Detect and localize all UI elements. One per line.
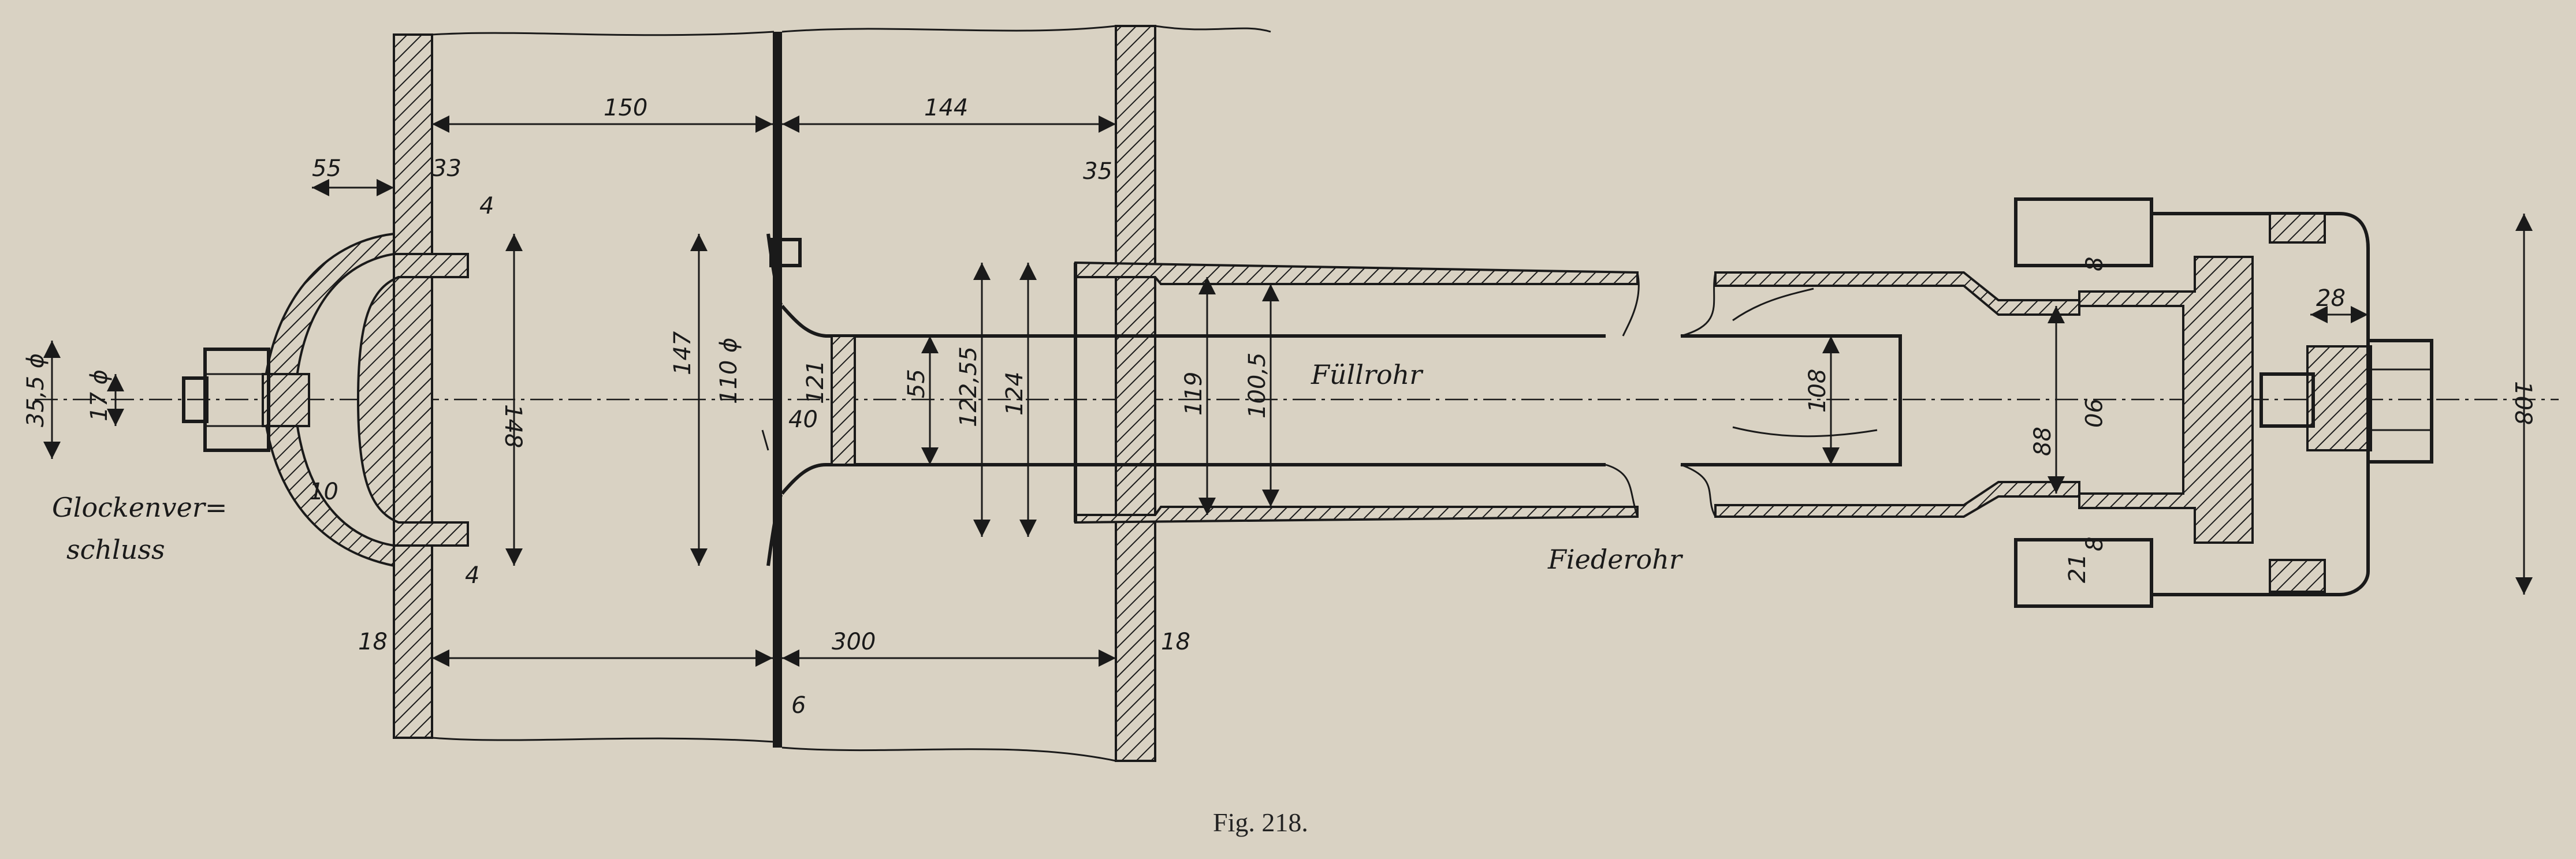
dim-122: 122,55 xyxy=(955,346,982,427)
label-drop-pipe: Fiederohr xyxy=(1547,544,1684,575)
dim-147: 147 xyxy=(669,331,696,375)
dim-110: 110 ϕ xyxy=(716,338,742,404)
label-bell-closure-1: Glockenver= xyxy=(52,492,227,523)
right-wall xyxy=(781,25,1271,762)
dim-8-top: 8 xyxy=(2082,257,2108,271)
dim-1005: 100,5 xyxy=(1244,352,1271,419)
dim-144: 144 xyxy=(924,95,968,121)
dim-355: 35,5 ϕ xyxy=(23,353,49,427)
dim-55-top: 55 xyxy=(312,155,341,182)
drop-pipe xyxy=(1074,261,1640,524)
dim-18-right: 18 xyxy=(1161,629,1190,655)
drop-pipe-right xyxy=(1680,271,2080,518)
dim-28: 28 xyxy=(2316,285,2346,312)
dim-33: 33 xyxy=(432,155,461,182)
dim-4-bot: 4 xyxy=(465,562,479,589)
bell-closure xyxy=(182,232,469,567)
dim-4-top: 4 xyxy=(479,193,494,219)
label-fill-pipe: Füllrohr xyxy=(1311,359,1424,390)
dim-119: 119 xyxy=(1181,372,1207,416)
dim-18-left: 18 xyxy=(358,629,388,655)
dim-108-mid: 108 xyxy=(1804,369,1831,413)
left-wall xyxy=(393,31,775,743)
dim-17: 17 ϕ xyxy=(86,369,113,421)
dim-6: 6 xyxy=(791,692,806,719)
dim-88: 88 xyxy=(2030,427,2056,456)
dim-300: 300 xyxy=(832,629,876,655)
dim-55-mid: 55 xyxy=(903,369,930,398)
dim-10: 10 xyxy=(309,479,338,505)
dim-150: 150 xyxy=(604,95,647,121)
dim-40: 40 xyxy=(788,406,818,433)
end-cap xyxy=(2014,197,2433,608)
dim-8-bot: 8 xyxy=(2082,537,2108,551)
dim-21: 21 xyxy=(2064,554,2091,583)
dim-90: 90 xyxy=(2079,398,2106,428)
partition-plate xyxy=(773,32,782,748)
label-bell-closure-2: schluss xyxy=(66,534,165,565)
figure-caption: Fig. 218. xyxy=(1213,808,1308,837)
dim-124: 124 xyxy=(1002,372,1028,416)
dimension-lines xyxy=(43,115,2533,667)
dim-121: 121 xyxy=(802,360,829,404)
dim-35: 35 xyxy=(1083,158,1112,185)
dim-108-right: 108 xyxy=(2510,381,2536,425)
bolt-nut-right xyxy=(2366,339,2433,464)
fill-pipe xyxy=(761,233,1606,566)
dim-148: 148 xyxy=(500,404,526,448)
